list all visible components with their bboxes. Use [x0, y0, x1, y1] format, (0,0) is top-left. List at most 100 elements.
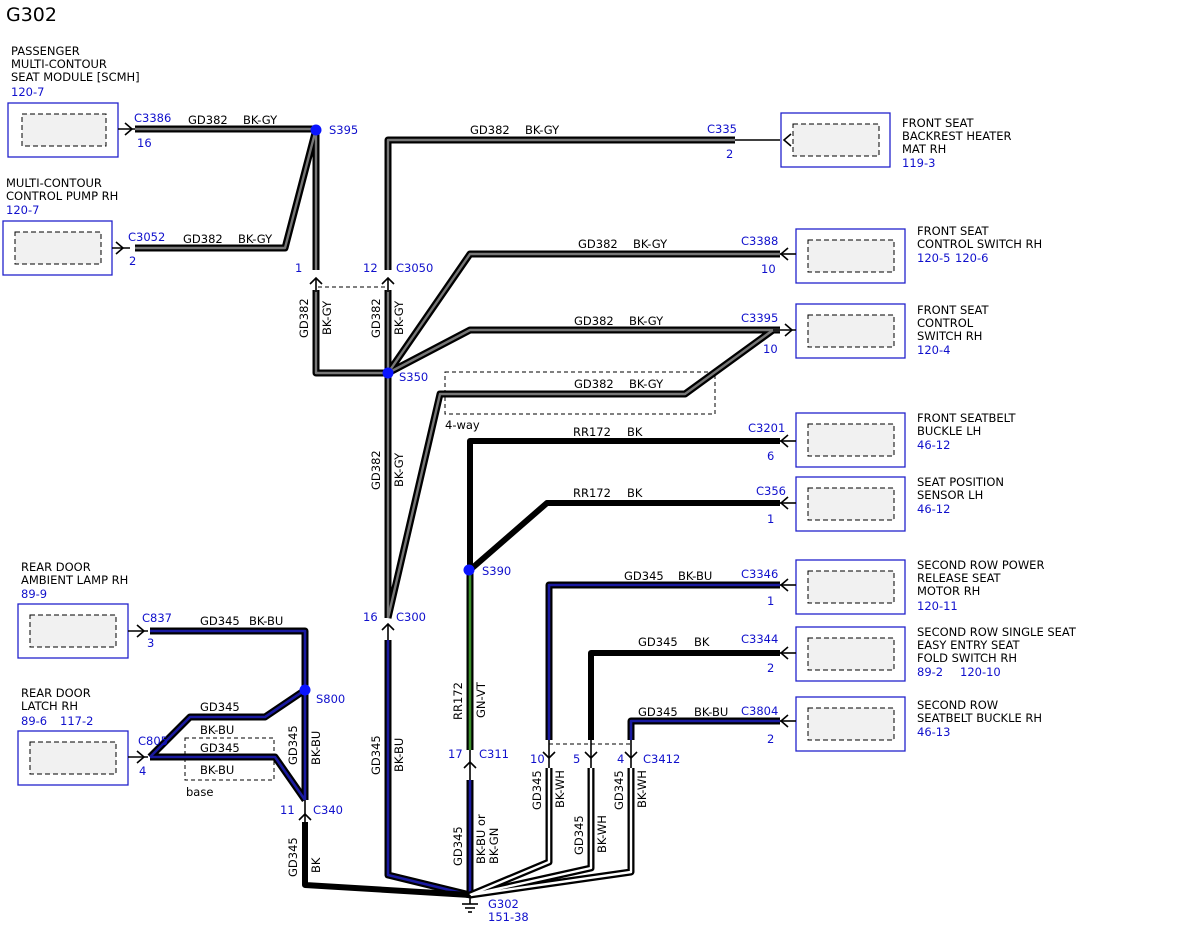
- svg-text:2: 2: [767, 732, 774, 746]
- svg-text:BK-BU: BK-BU: [309, 731, 323, 765]
- svg-text:46-12: 46-12: [917, 438, 950, 452]
- component-heater[interactable]: FRONT SEAT BACKREST HEATER MAT RH 119-3: [780, 112, 1012, 170]
- svg-text:16: 16: [363, 610, 378, 624]
- splice-s395-label: S395: [329, 123, 358, 137]
- svg-text:FRONT SEATBELT: FRONT SEATBELT: [917, 411, 1016, 425]
- svg-text:119-3: 119-3: [902, 156, 935, 170]
- svg-text:120-7: 120-7: [11, 85, 44, 99]
- svg-text:89-9: 89-9: [21, 587, 47, 601]
- svg-text:BK-WH: BK-WH: [635, 770, 649, 808]
- svg-text:FOLD SWITCH RH: FOLD SWITCH RH: [917, 651, 1017, 665]
- splice-s350[interactable]: [382, 367, 394, 379]
- wires-gd345-bk-bu: [147, 581, 780, 899]
- svg-text:LATCH RH: LATCH RH: [21, 699, 78, 713]
- svg-text:GD345: GD345: [286, 725, 300, 765]
- svg-text:BK-BU: BK-BU: [200, 763, 234, 777]
- svg-text:3: 3: [147, 636, 154, 650]
- svg-text:89-2: 89-2: [917, 665, 943, 679]
- component-pump[interactable]: MULTI-CONTOUR CONTROL PUMP RH 120-7: [2, 176, 118, 276]
- svg-text:BK: BK: [627, 486, 643, 500]
- svg-text:BK-GY: BK-GY: [525, 123, 560, 137]
- component-position-sensor[interactable]: SEAT POSITION SENSOR LH 46-12: [795, 475, 1004, 532]
- svg-text:GD382: GD382: [578, 237, 618, 251]
- component-belt-buckle-rh[interactable]: SECOND ROW SEATBELT BUCKLE RH 46-13: [795, 696, 1042, 752]
- splice-s800[interactable]: [299, 684, 311, 696]
- svg-text:BK-GY: BK-GY: [392, 300, 406, 335]
- svg-text:BK: BK: [627, 425, 643, 439]
- ground-ref: 151-38: [488, 910, 529, 924]
- svg-text:MULTI-CONTOUR: MULTI-CONTOUR: [11, 57, 107, 71]
- component-control-switch-rh-2[interactable]: FRONT SEAT CONTROL SWITCH RH 120-4: [795, 303, 989, 359]
- splice-s390-label: S390: [482, 564, 511, 578]
- svg-text:120-6: 120-6: [955, 251, 988, 265]
- component-ambient-lamp[interactable]: REAR DOOR AMBIENT LAMP RH 89-9: [17, 560, 129, 659]
- svg-text:GD345: GD345: [612, 770, 626, 810]
- splice-s395[interactable]: [310, 124, 322, 136]
- svg-text:10: 10: [761, 262, 776, 276]
- svg-text:BK: BK: [309, 857, 323, 873]
- svg-text:BK-GY: BK-GY: [243, 113, 278, 127]
- splice-s390[interactable]: [463, 564, 475, 576]
- svg-text:4: 4: [139, 764, 146, 778]
- four-way-label: 4-way: [445, 418, 480, 432]
- svg-text:RR172: RR172: [573, 486, 611, 500]
- svg-text:C340: C340: [313, 803, 343, 817]
- svg-text:2: 2: [726, 147, 733, 161]
- component-control-switch-rh[interactable]: FRONT SEAT CONTROL SWITCH RH 120-5 120-6: [795, 224, 1042, 284]
- svg-text:BK-BU: BK-BU: [249, 614, 283, 628]
- connector-labels: C3386 16 C3052 2 C335 2 C3388 10 C3395 1…: [128, 111, 786, 817]
- svg-text:C3395: C3395: [741, 311, 778, 325]
- svg-text:6: 6: [767, 449, 774, 463]
- svg-text:4: 4: [617, 752, 624, 766]
- svg-text:46-13: 46-13: [917, 725, 950, 739]
- svg-text:GD382: GD382: [369, 298, 383, 338]
- diagram-title: G302: [6, 4, 57, 26]
- svg-text:MOTOR RH: MOTOR RH: [917, 584, 980, 598]
- svg-text:11: 11: [280, 803, 295, 817]
- svg-text:SECOND ROW SINGLE SEAT: SECOND ROW SINGLE SEAT: [917, 625, 1077, 639]
- svg-text:SENSOR LH: SENSOR LH: [917, 488, 983, 502]
- svg-text:FRONT SEAT: FRONT SEAT: [917, 303, 989, 317]
- svg-text:C3804: C3804: [741, 704, 778, 718]
- svg-text:120-10: 120-10: [960, 665, 1001, 679]
- svg-text:SEAT POSITION: SEAT POSITION: [917, 475, 1004, 489]
- svg-text:BK-GY: BK-GY: [633, 237, 668, 251]
- component-scmh[interactable]: PASSENGER MULTI-CONTOUR SEAT MODULE [SCM…: [7, 44, 140, 158]
- svg-text:C300: C300: [396, 610, 426, 624]
- svg-text:120-5: 120-5: [917, 251, 950, 265]
- svg-text:BUCKLE LH: BUCKLE LH: [917, 424, 981, 438]
- svg-text:C3201: C3201: [748, 421, 785, 435]
- base-label: base: [186, 785, 213, 799]
- svg-text:12: 12: [363, 261, 378, 275]
- svg-text:GD345: GD345: [638, 635, 678, 649]
- svg-text:C3344: C3344: [741, 632, 778, 646]
- svg-text:GD345: GD345: [200, 741, 240, 755]
- svg-text:SECOND ROW POWER: SECOND ROW POWER: [917, 558, 1044, 572]
- svg-text:RR172: RR172: [451, 682, 465, 720]
- svg-text:SWITCH RH: SWITCH RH: [917, 329, 982, 343]
- svg-text:REAR DOOR: REAR DOOR: [21, 560, 91, 574]
- svg-text:46-12: 46-12: [917, 502, 950, 516]
- component-release-motor[interactable]: SECOND ROW POWER RELEASE SEAT MOTOR RH 1…: [795, 558, 1044, 615]
- svg-text:BK-GN: BK-GN: [487, 828, 501, 864]
- component-buckle-lh[interactable]: FRONT SEATBELT BUCKLE LH 46-12: [795, 411, 1016, 468]
- svg-text:GD345: GD345: [624, 569, 664, 583]
- svg-text:SECOND ROW: SECOND ROW: [917, 698, 998, 712]
- svg-text:GD345: GD345: [451, 826, 465, 866]
- svg-text:GD345: GD345: [200, 700, 240, 714]
- svg-text:BK-GY: BK-GY: [320, 300, 334, 335]
- svg-text:16: 16: [137, 136, 152, 150]
- svg-text:C3388: C3388: [741, 234, 778, 248]
- svg-text:SEATBELT BUCKLE RH: SEATBELT BUCKLE RH: [917, 711, 1042, 725]
- svg-text:C335: C335: [707, 122, 737, 136]
- wire-labels-vertical: GD382 BK-GY GD382 BK-GY GD382 BK-GY RR17…: [286, 298, 649, 877]
- component-fold-switch[interactable]: SECOND ROW SINGLE SEAT EASY ENTRY SEAT F…: [795, 625, 1077, 682]
- svg-text:120-4: 120-4: [917, 343, 950, 357]
- svg-text:BK-BU: BK-BU: [694, 705, 728, 719]
- svg-text:89-6: 89-6: [21, 714, 47, 728]
- svg-text:GD345: GD345: [200, 614, 240, 628]
- component-door-latch[interactable]: REAR DOOR LATCH RH 89-6 117-2: [17, 686, 129, 786]
- svg-text:117-2: 117-2: [60, 714, 93, 728]
- svg-text:GD382: GD382: [470, 123, 510, 137]
- svg-text:GD382: GD382: [297, 298, 311, 338]
